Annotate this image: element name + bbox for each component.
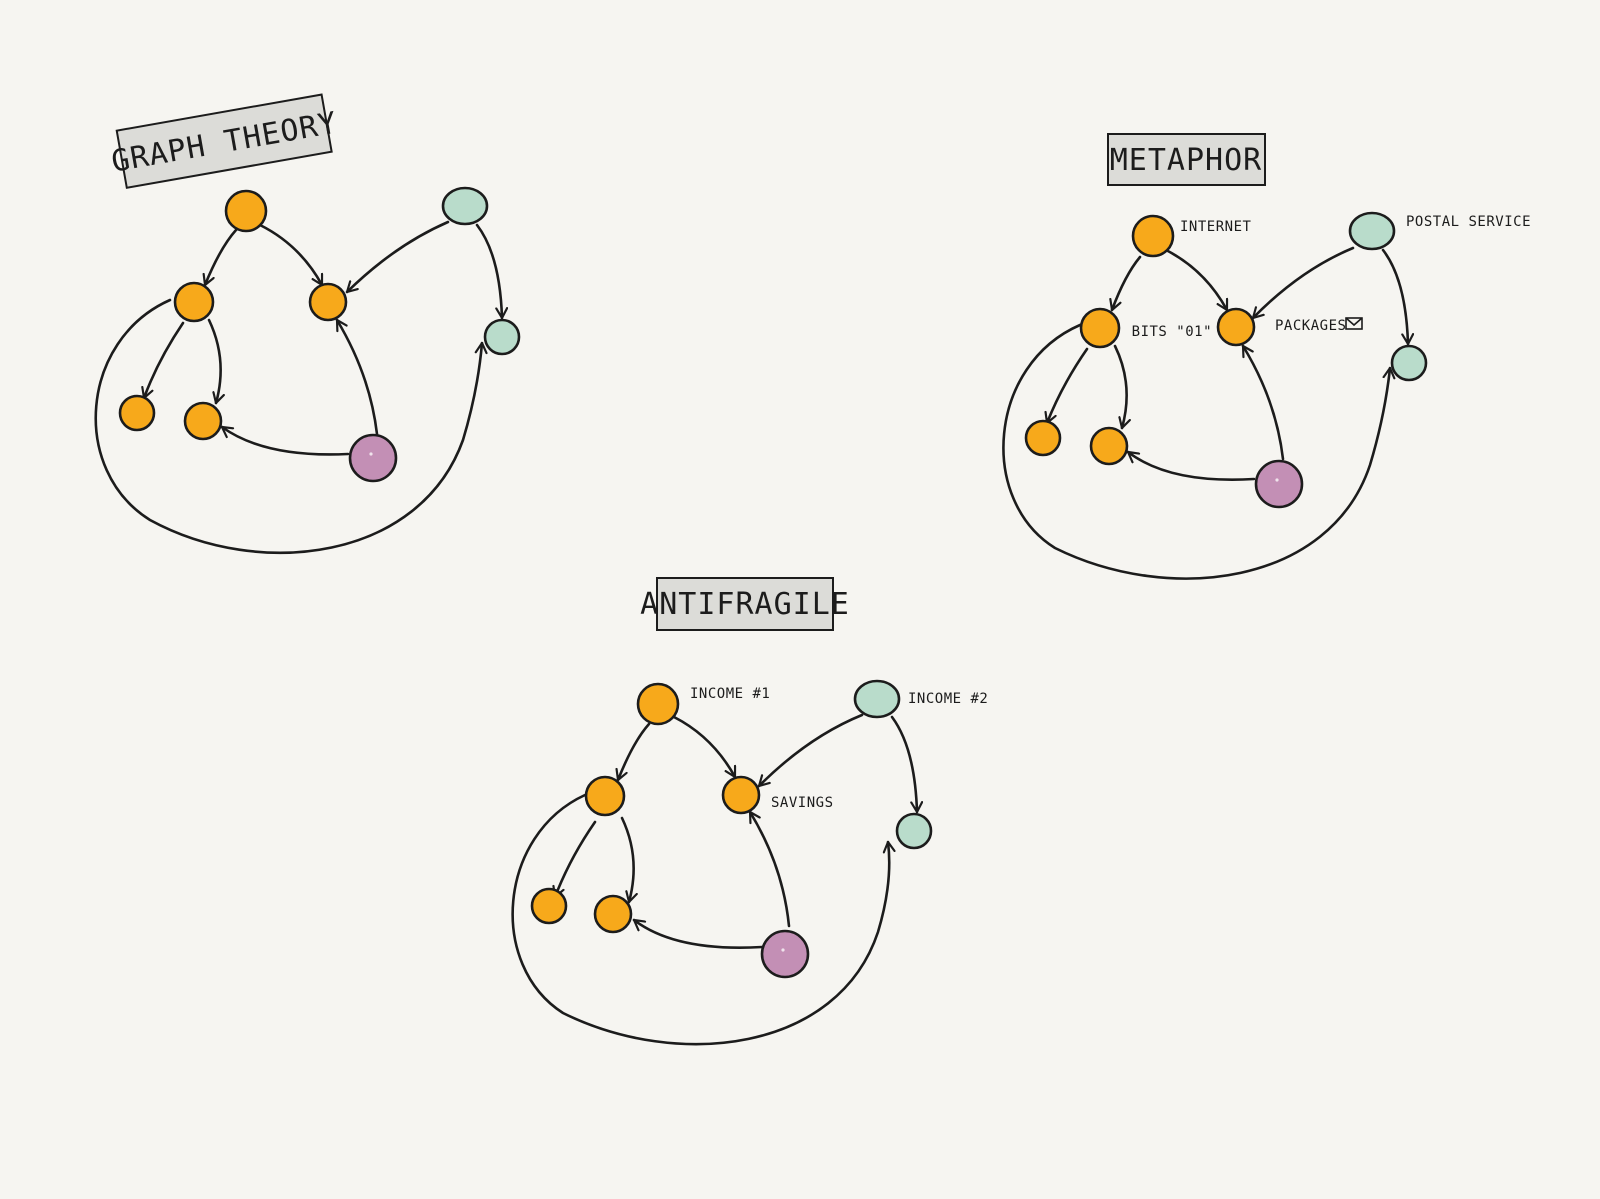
edge	[1113, 344, 1131, 430]
edge	[94, 298, 488, 554]
edge	[1002, 323, 1396, 580]
edge	[748, 810, 791, 928]
edge	[620, 816, 638, 904]
title-text: ANTIFRAGILE	[640, 587, 850, 622]
edge	[1381, 248, 1415, 346]
node-green-right	[895, 812, 933, 850]
node-green-top	[853, 679, 901, 719]
title-text: METAPHOR	[1110, 143, 1263, 178]
edge	[672, 715, 737, 779]
node-purple	[348, 433, 398, 483]
title-antifragile: ANTIFRAGILE	[640, 577, 850, 631]
edges	[94, 220, 509, 554]
edges	[1002, 246, 1415, 580]
edge	[1251, 246, 1355, 320]
edge	[1241, 344, 1285, 461]
nodes	[530, 679, 933, 979]
label-bits: BITS "01"	[1132, 324, 1212, 340]
label-income-1: INCOME #1	[690, 686, 770, 702]
node-green-right	[1390, 344, 1428, 382]
label-savings: SAVINGS	[771, 795, 834, 811]
envelope-icon	[1345, 317, 1363, 330]
node-orange-bottom-mid	[593, 894, 633, 934]
node-purple	[1254, 459, 1304, 509]
node-green-right	[483, 318, 521, 356]
node-orange-top	[1131, 214, 1175, 258]
title-box	[1107, 133, 1266, 186]
node-purple	[760, 929, 810, 979]
title-metaphor: METAPHOR	[1107, 133, 1266, 186]
edge	[552, 820, 597, 899]
edge	[1126, 450, 1256, 481]
edges	[511, 713, 924, 1046]
edge	[202, 228, 238, 287]
label-internet: INTERNET	[1180, 219, 1252, 235]
edge	[632, 918, 764, 949]
nodes	[1024, 211, 1428, 509]
node-orange-bottom-mid	[183, 401, 223, 441]
edge	[1044, 347, 1089, 425]
node-orange-bottom-mid	[1089, 426, 1129, 466]
edge	[258, 223, 324, 287]
node-shine	[781, 948, 785, 952]
edge	[757, 713, 864, 788]
node-orange-bottom-left	[530, 887, 568, 925]
node-green-top	[1348, 211, 1396, 251]
node-orange-mid-right	[721, 775, 761, 815]
node-orange-mid-left	[173, 281, 215, 323]
edge	[511, 793, 896, 1046]
node-orange-top	[224, 189, 268, 233]
node-shine	[1275, 478, 1279, 482]
panel-metaphor: METAPHOR INTERNET POSTAL SERV	[1002, 133, 1531, 580]
node-orange-mid-right	[1216, 307, 1256, 347]
label-income-2: INCOME #2	[908, 691, 988, 707]
node-orange-bottom-left	[118, 394, 156, 432]
edge	[890, 715, 924, 814]
title-box	[115, 93, 333, 189]
edge	[615, 722, 651, 782]
title-box	[656, 577, 834, 631]
edge	[475, 223, 509, 320]
node-labels: INTERNET POSTAL SERVICE BITS "01" PACKAG…	[1132, 214, 1531, 340]
node-orange-mid-left	[584, 775, 626, 817]
panel-antifragile: ANTIFRAGILE INCOME #1 INCOME	[511, 577, 988, 1046]
edge	[220, 425, 350, 456]
title-graph-theory: GRAPH THEORY	[109, 93, 340, 189]
label-postal-service: POSTAL SERVICE	[1406, 214, 1531, 230]
label-packages: PACKAGES	[1275, 318, 1346, 334]
edge	[1164, 248, 1229, 312]
node-green-top	[441, 186, 489, 226]
node-shine	[369, 452, 373, 456]
node-labels: INCOME #1 INCOME #2 SAVINGS	[690, 686, 988, 811]
node-orange-mid-left	[1079, 307, 1121, 349]
node-orange-bottom-left	[1024, 419, 1062, 457]
edge	[207, 318, 225, 405]
edge	[335, 318, 379, 436]
edge	[141, 321, 185, 400]
node-orange-top	[636, 682, 680, 726]
panel-graph-theory: GRAPH THEORY	[94, 93, 521, 554]
edge	[345, 220, 450, 294]
edge	[1109, 255, 1142, 312]
node-orange-mid-right	[308, 282, 348, 322]
nodes	[118, 186, 521, 483]
